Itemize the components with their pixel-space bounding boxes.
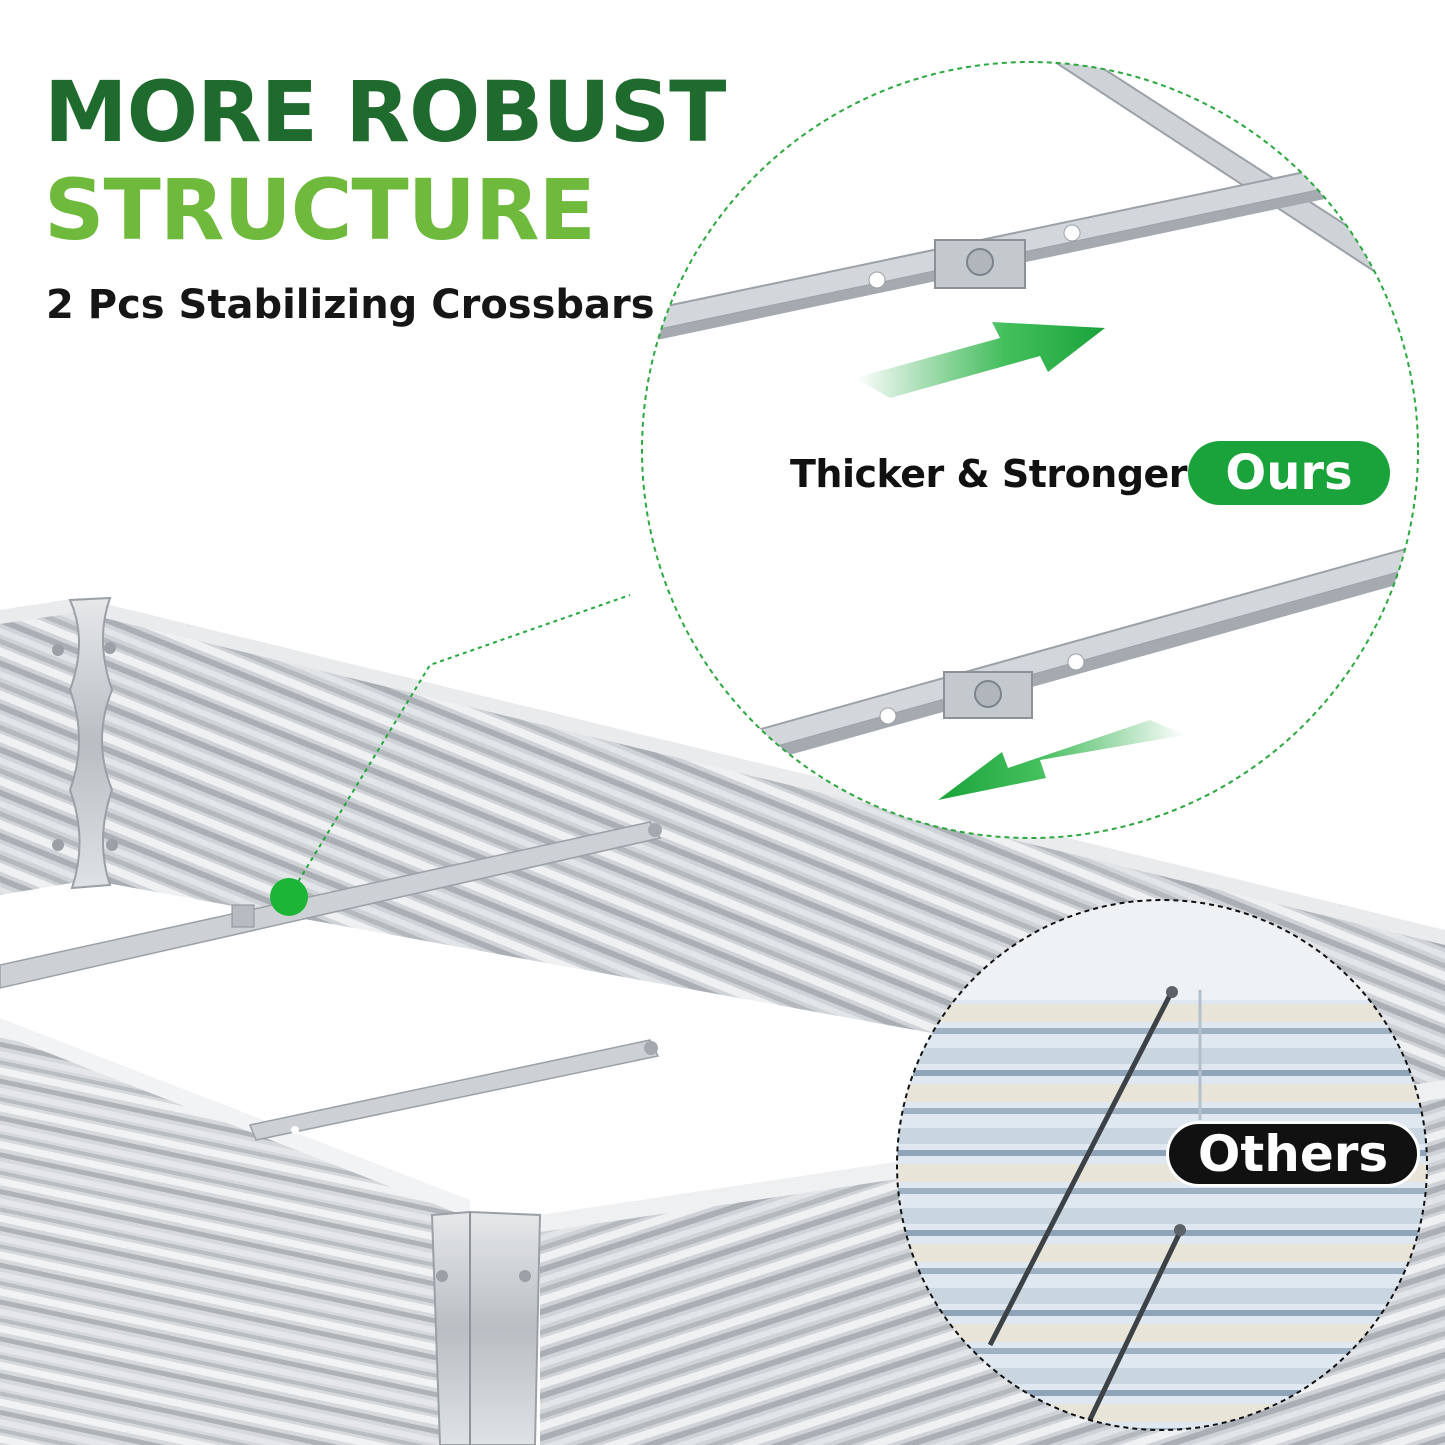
headline-line-1: MORE ROBUST bbox=[44, 63, 726, 161]
crossbar-lower bbox=[248, 1039, 660, 1141]
crossbar-upper bbox=[0, 821, 662, 989]
green-arrow-right-icon bbox=[855, 322, 1105, 398]
corner-post-back bbox=[52, 596, 118, 890]
subtitle: 2 Pcs Stabilizing Crossbars bbox=[46, 282, 655, 328]
ours-caption: Thicker & Stronger bbox=[790, 452, 1188, 496]
ours-badge: Ours bbox=[1188, 441, 1390, 505]
callout-dot-icon bbox=[270, 878, 308, 916]
callout-connector-line bbox=[289, 594, 631, 896]
corner-post-front bbox=[430, 1210, 542, 1445]
green-arrow-left-icon bbox=[938, 720, 1185, 800]
others-badge: Others bbox=[1166, 1121, 1420, 1187]
headline-line-2: STRUCTURE bbox=[44, 161, 596, 259]
bed-front-wall bbox=[0, 1018, 470, 1445]
ours-zoom-circle bbox=[641, 61, 1419, 839]
